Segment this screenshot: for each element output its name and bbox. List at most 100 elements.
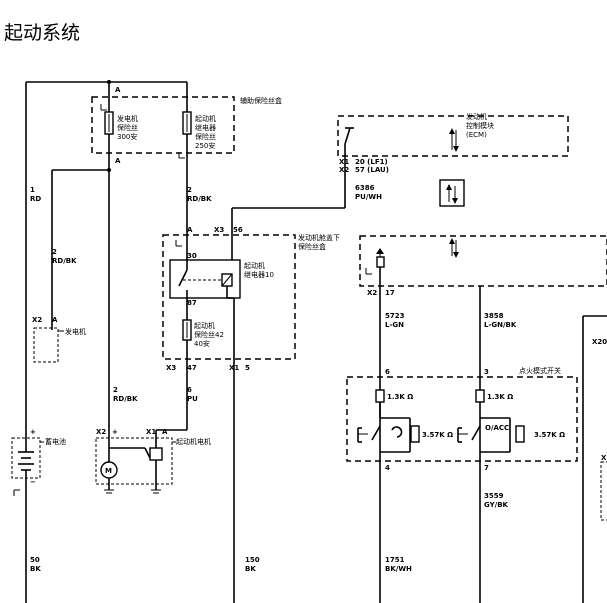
wire-1751-num: 1751	[385, 556, 405, 564]
switch-resistor-4	[515, 425, 525, 443]
wire-2-relay-num: 2	[187, 186, 192, 194]
wire-1-num: 1	[30, 186, 35, 194]
aux-fuse-box-outline	[91, 96, 235, 154]
wire-6-color: PU	[187, 395, 198, 403]
ecm-section-2-outline	[359, 235, 607, 287]
switch-2-arm	[471, 425, 481, 441]
resistor-3-label: 1.3K Ω	[487, 393, 513, 401]
relay-contact-arm	[178, 269, 188, 287]
starter-fuse-label-1: 起动机	[194, 321, 215, 330]
pin-relay-30: 30	[187, 252, 197, 260]
pin-gen-x2: X2	[32, 316, 42, 324]
pin-sw-7: 7	[484, 464, 489, 472]
switch-acc-label: O/ACC	[485, 424, 509, 432]
pin-ecm2-17: 17	[385, 289, 395, 297]
wire-3559-color: GY/BK	[484, 501, 509, 509]
motor-solenoid-coil	[149, 447, 163, 461]
underhood-fuse-box-outline	[162, 234, 296, 360]
serial-data-icon	[439, 179, 465, 207]
switch-resistor-3	[475, 389, 485, 403]
generator-label: 发电机	[65, 327, 86, 336]
start-symbol-icon	[391, 426, 403, 438]
starter-relay-fuse-label-3: 保险丝	[195, 132, 216, 141]
ecm2-pullup-arrow	[376, 248, 384, 254]
wire-2-motor-num: 2	[113, 386, 118, 394]
wire-6386-num: 6386	[355, 184, 375, 192]
ecm-outline	[337, 115, 569, 157]
junction-generator	[107, 168, 111, 172]
pin-battery-minus: −	[30, 478, 36, 486]
motor-symbol: M	[105, 467, 112, 475]
wire-1-color: RD	[30, 195, 41, 203]
right-connector-outline	[600, 461, 607, 521]
switch-resistor-2	[410, 425, 420, 443]
relay-coil-diag	[221, 273, 233, 287]
resistor-2-label: 3.57K Ω	[422, 431, 453, 439]
wire-3559-num: 3559	[484, 492, 504, 500]
junction-aux	[107, 80, 111, 84]
starter-relay-fuse-label-1: 起动机	[195, 114, 216, 123]
pin-ecm-x2: X2	[339, 166, 349, 174]
pin-sw-6: 6	[385, 368, 390, 376]
pin-underhood-47: 47	[187, 364, 197, 372]
pin-underhood-56: 56	[233, 226, 243, 234]
ecm-label-1: 发动机	[466, 112, 487, 121]
battery-label: 蓄电池	[45, 437, 66, 446]
wire-5723-color: L-GN	[385, 321, 404, 329]
generator-outline	[33, 327, 59, 363]
ignition-switch-label: 点火模式开关	[519, 366, 561, 375]
pin-x20: X20	[592, 338, 607, 346]
wire-150-color: BK	[245, 565, 256, 573]
starter-fuse-label-3: 40安	[194, 339, 210, 348]
ecm2-arrow-up-head	[449, 238, 455, 244]
pin-underhood-5: 5	[245, 364, 250, 372]
wire-50-num: 50	[30, 556, 40, 564]
wire-2-gen-num: 2	[52, 248, 57, 256]
relay-label-2: 继电器10	[244, 270, 274, 279]
wire-1751-color: BK/WH	[385, 565, 412, 573]
pin-underhood-x3-top: X3	[214, 226, 224, 234]
pin-x-right: X	[601, 454, 607, 462]
ecm-label-3: (ECM)	[466, 131, 487, 139]
pin-ecm2-x2: X2	[367, 289, 377, 297]
resistor-4-label: 3.57K Ω	[534, 431, 565, 439]
underhood-label-1: 发动机舱盖下	[298, 233, 340, 242]
pin-motor-plus: +	[112, 428, 118, 436]
motor-solenoid-arm	[144, 447, 151, 459]
resistor-1-label: 1.3K Ω	[387, 393, 413, 401]
ecm-arrow-down-head	[453, 146, 459, 152]
pin-sw-3: 3	[484, 368, 489, 376]
pin-motor-a: A	[162, 428, 168, 436]
starter-fuse-label-2: 保险丝42	[194, 330, 224, 339]
ecm-label-2: 控制模块	[466, 121, 494, 130]
serial-data-up-head	[446, 184, 452, 190]
wire-150-num: 150	[245, 556, 260, 564]
pin-ecm-57: 57 (LAU)	[355, 166, 389, 174]
pin-aux-a-top: A	[115, 86, 121, 94]
ecm2-arrow-down-head	[453, 252, 459, 258]
ignition-switch-outline	[346, 376, 578, 462]
pin-motor-x2: X2	[96, 428, 106, 436]
underhood-label-2: 保险丝盒	[298, 242, 326, 251]
starter-motor-outline	[95, 437, 173, 485]
page-title: 起动系统	[4, 22, 81, 44]
serial-data-down-head	[452, 198, 458, 204]
aux-fuse-box-label: 辅助保险丝盒	[240, 96, 282, 105]
wire-50-color: BK	[30, 565, 41, 573]
pin-aux-a-bottom: A	[115, 157, 121, 165]
wire-3858-num: 3858	[484, 312, 504, 320]
wire-2-motor-color: RD/BK	[113, 395, 138, 403]
pin-relay-87: 87	[187, 299, 197, 307]
generator-fuse-label-2: 保险丝	[117, 123, 138, 132]
pin-sw-4: 4	[385, 464, 390, 472]
pin-ecm-20: 20 (LF1)	[355, 158, 388, 166]
starter-relay-fuse-label-2: 继电器	[195, 123, 216, 132]
ecm-arrow-up-head	[449, 128, 455, 134]
wire-2-gen-color: RD/BK	[52, 257, 77, 265]
wire-6-num: 6	[187, 386, 192, 394]
starter-motor-label: 起动机电机	[176, 437, 211, 446]
starter-relay-fuse-label-4: 250安	[195, 141, 215, 150]
wire-6386-color: PU/WH	[355, 193, 382, 201]
